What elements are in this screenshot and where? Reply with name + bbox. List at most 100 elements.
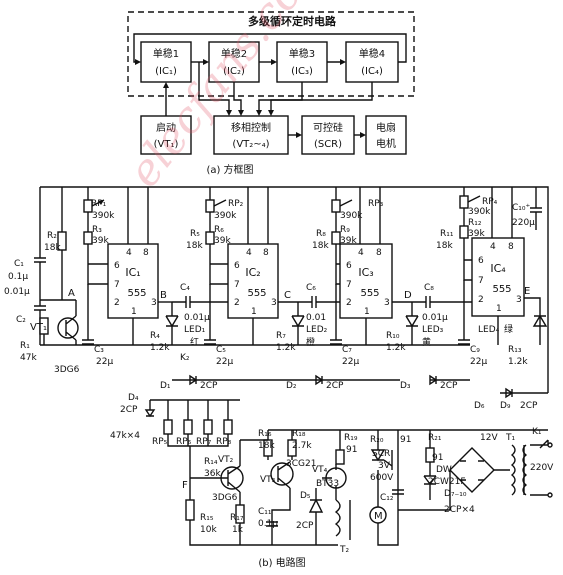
ic-2-name: IC₂ [245, 266, 260, 279]
label-c10: C₁₀⁺ [512, 203, 531, 213]
block-diagram: 多级循环定时电路 单稳1 (IC₁) 单稳2 (IC₂) 单稳3 (IC₃) 单… [127, 11, 415, 176]
ic-2-pin6: 6 [234, 261, 240, 271]
label-390k-c: 390k [340, 211, 363, 221]
motor-block-line1: 电扇 [376, 121, 396, 134]
mono-block-4-line2: (IC₄) [361, 66, 383, 77]
label-27k: 2.7k [292, 441, 312, 451]
mono-block-3-line1: 单稳3 [289, 47, 315, 60]
scr-block-line2: (SCR) [314, 139, 342, 150]
ic-2-pin4: 4 [246, 248, 252, 258]
label-1k: 1k [232, 525, 244, 535]
label-vt3: VT₃ [260, 475, 276, 485]
label-k2: K₂ [180, 353, 190, 363]
ic-1-pin2: 2 [114, 298, 120, 308]
label-001u-b: 0.01μ [184, 313, 210, 323]
label-r15: R₁₅ [200, 513, 214, 523]
label-yellow: 黄 [422, 336, 431, 348]
mono-block-4-line1: 单稳4 [359, 47, 385, 60]
label-r17: R₁₇ [230, 513, 244, 523]
label-c6: C₆ [306, 283, 316, 293]
label-r4: R₄ [150, 331, 160, 341]
label-red: 红 [190, 336, 199, 348]
label-orange: 橙 [306, 336, 315, 348]
ic-1-pin6: 6 [114, 261, 120, 271]
label-t2: T₂ [339, 545, 349, 555]
label-rp1: RP₁ [91, 199, 107, 209]
label-r1: R₁ [20, 341, 30, 351]
label-2cp-2: 2CP [326, 381, 344, 391]
label-39k-a: 39k [92, 236, 109, 246]
label-22u-d: 22μ [470, 357, 487, 367]
label-47k: 47k [20, 353, 37, 363]
label-c1: C₁ [14, 259, 24, 269]
ic-2-chip: 555 [247, 288, 266, 299]
label-18k-d: 18k [436, 241, 453, 251]
ic-1-pin1: 1 [131, 307, 137, 317]
label-vt1: VT₁ [30, 322, 47, 333]
ic-4-name: IC₄ [490, 262, 506, 275]
label-r20: R₂₀ [370, 435, 384, 445]
ic-4-pin1: 1 [496, 304, 502, 314]
label-12k-b: 1.2k [276, 343, 296, 353]
label-r14: R₁₄ [204, 457, 218, 467]
ic-3-pin7: 7 [346, 280, 352, 290]
label-d6: D₆ [474, 401, 485, 411]
label-390k-a: 390k [92, 211, 115, 221]
label-rp8: RP₈ [216, 437, 232, 447]
point-b: B [160, 290, 167, 301]
label-bt33: BT33 [316, 479, 339, 489]
label-r2: R₂ [47, 231, 57, 241]
point-c: C [284, 290, 291, 301]
ic-3-chip: 555 [360, 288, 379, 299]
label-91-b: 91 [400, 435, 411, 445]
label-c3: C₃ [94, 345, 104, 355]
label-d3: D₃ [400, 381, 411, 391]
ic-2-pin8: 8 [263, 248, 269, 258]
label-600v: 600V [370, 473, 394, 483]
label-r10: R₁₀ [386, 331, 400, 341]
mono-block-2-line2: (IC₂) [223, 66, 245, 77]
label-2cp-1: 2CP [200, 381, 218, 391]
label-220u: 220μ [512, 218, 535, 228]
label-10k: 10k [200, 525, 217, 535]
motor-block-line2: 电机 [376, 137, 396, 150]
label-r11: R₁₁ [440, 229, 454, 239]
label-t1: T₁ [505, 433, 515, 443]
ic-3-pin8: 8 [376, 248, 382, 258]
label-3dg6-b: 3DG6 [212, 493, 238, 503]
motor-block [365, 115, 407, 155]
ic-4-pin2: 2 [478, 295, 484, 305]
ic-2-pin2: 2 [234, 298, 240, 308]
ic-1-name: IC₁ [125, 266, 140, 279]
mono-block-1-line2: (IC₁) [155, 66, 177, 77]
label-led3: LED₃ [422, 325, 444, 335]
label-390k-d: 390k [468, 207, 491, 217]
label-r6: R₆ [214, 225, 224, 235]
label-green: 绿 [504, 323, 513, 335]
label-39k-d: 39k [468, 229, 485, 239]
ic-1-pin3: 3 [151, 298, 157, 308]
ic-3-pin3: 3 [384, 298, 390, 308]
label-c11: C₁₁ [258, 507, 272, 517]
ic-4-pin6: 6 [478, 256, 484, 266]
label-001u: 0.01μ [4, 287, 30, 297]
ic-4-pin3: 3 [516, 295, 522, 305]
label-rp6: RP₆ [176, 437, 192, 447]
circuit-diagram: IC₁ 555 6 4 8 7 2 3 1 IC₂ 555 6 4 8 7 2 … [4, 186, 554, 569]
label-c8: C₈ [424, 283, 434, 293]
label-r8: R₈ [316, 229, 326, 239]
mono-block-2-line1: 单稳2 [221, 47, 247, 60]
point-e: E [524, 286, 530, 297]
label-18k-c: 18k [312, 241, 329, 251]
label-r18: R₁₈ [292, 429, 306, 439]
phase-control-line1: 移相控制 [231, 121, 271, 134]
ic-1-chip: 555 [127, 288, 146, 299]
label-rp2: RP₂ [228, 199, 244, 209]
label-12k-d: 1.2k [508, 357, 528, 367]
point-f: F [182, 480, 188, 491]
label-dw: DW [436, 465, 452, 475]
start-block-line1: 启动 [156, 121, 176, 134]
label-220v: 220V [530, 463, 554, 473]
label-91-c: 91 [432, 453, 443, 463]
